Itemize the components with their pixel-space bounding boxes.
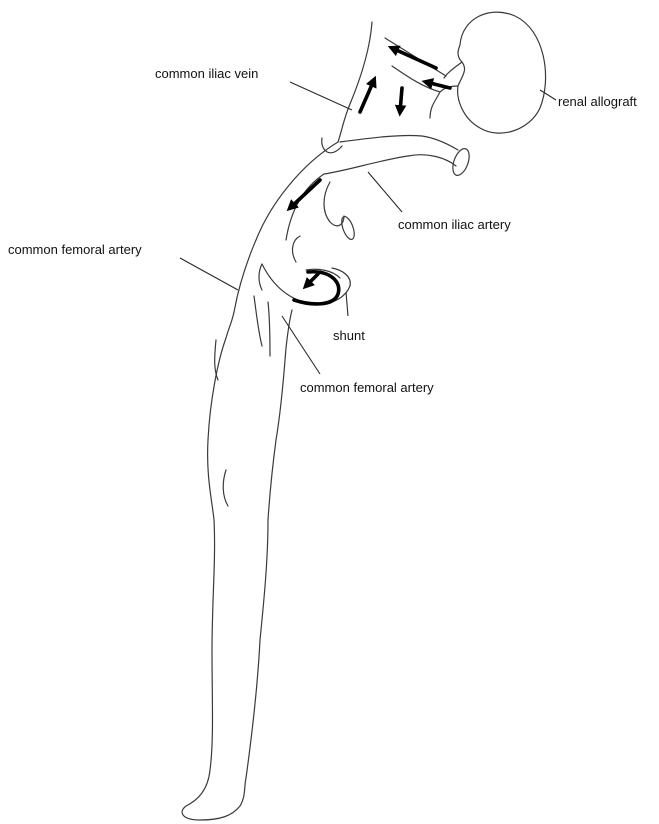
- flow-arrow-3: [360, 80, 374, 112]
- label-renal-allograft: renal allograft: [558, 94, 637, 109]
- label-shunt: shunt: [333, 328, 365, 343]
- flow-arrow-2: [426, 82, 450, 88]
- label-common-femoral-artery-right: common femoral artery: [300, 380, 434, 395]
- flow-arrows: [290, 48, 450, 286]
- renal-allograft-shape: [440, 12, 546, 133]
- iliac-vein-shape: [322, 22, 446, 153]
- label-common-iliac-artery: common iliac artery: [398, 217, 511, 232]
- leader-common-iliac-artery: [368, 172, 402, 212]
- label-common-iliac-vein: common iliac vein: [155, 66, 258, 81]
- leader-common-femoral-artery-left: [180, 258, 238, 290]
- label-common-femoral-artery-left: common femoral artery: [8, 242, 142, 257]
- labels: common iliac vein renal allograft common…: [8, 66, 637, 395]
- flow-arrow-5: [290, 180, 320, 208]
- leg-outline: [182, 296, 292, 820]
- flow-arrow-6: [306, 274, 318, 286]
- femoral-vessel-shape: [234, 142, 350, 312]
- leader-shunt: [346, 292, 348, 316]
- leader-renal-allograft: [540, 90, 556, 100]
- leader-common-iliac-vein: [290, 82, 352, 110]
- flow-arrow-4: [400, 88, 402, 112]
- flow-arrow-1: [392, 48, 436, 68]
- leader-common-femoral-artery-right: [282, 316, 320, 374]
